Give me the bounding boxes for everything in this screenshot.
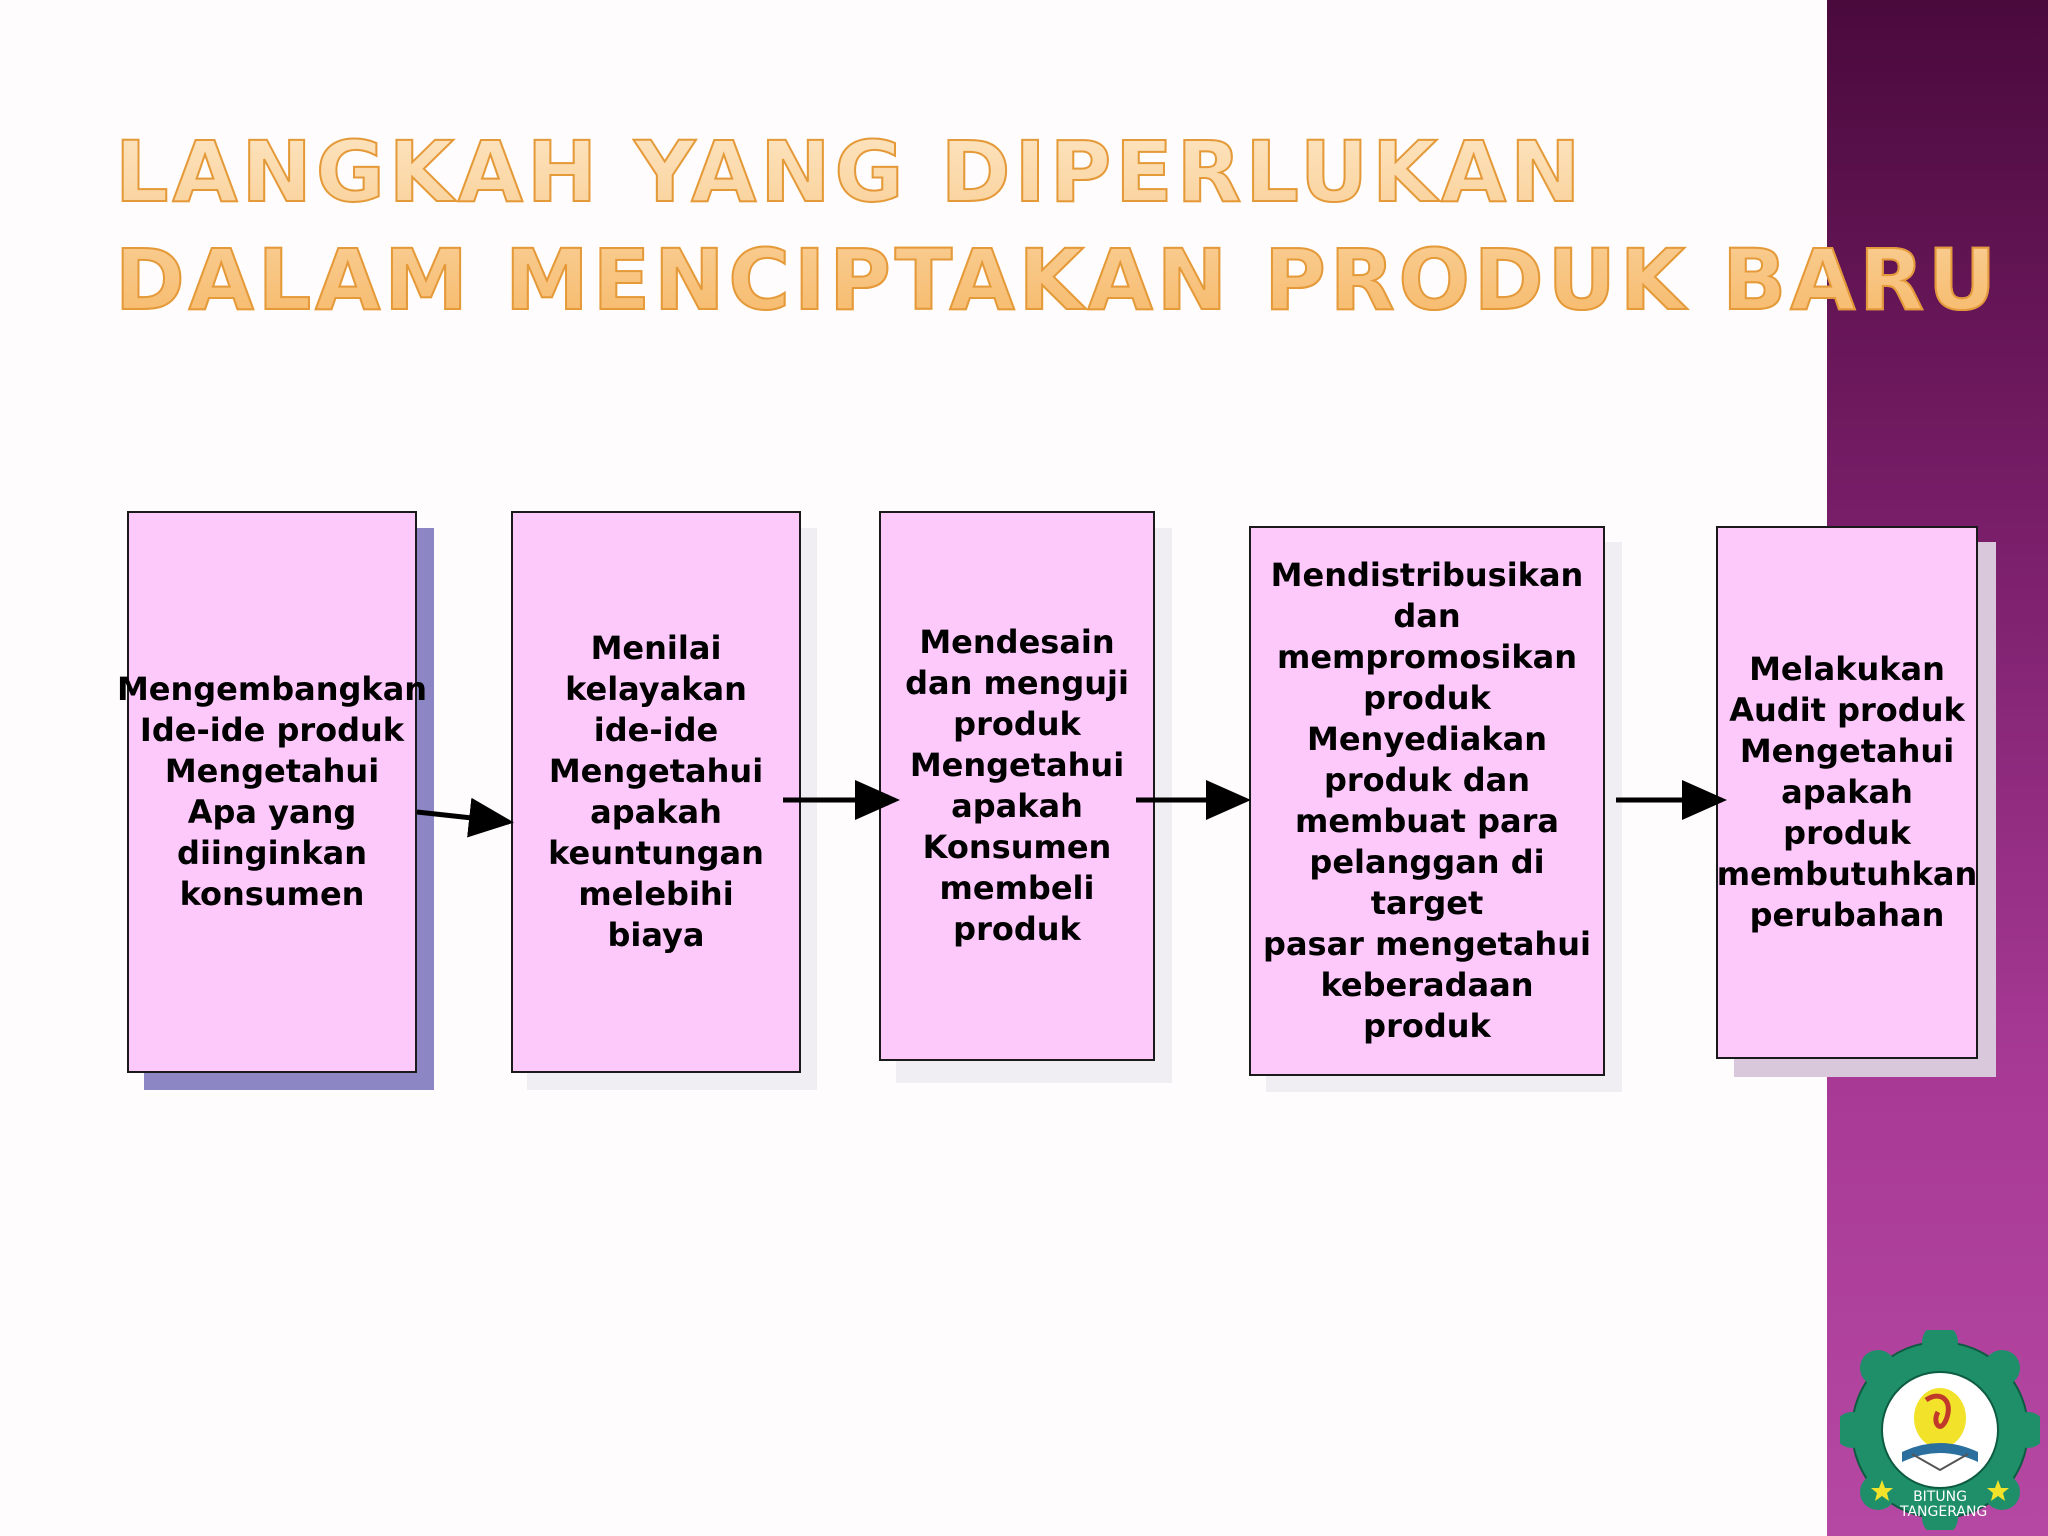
step-box-2: Menilai kelayakan ide-ide Mengetahui apa…: [511, 511, 801, 1073]
step-box-4: Mendistribusikan dan mempromosikan produ…: [1249, 526, 1605, 1076]
step-box-5: Melakukan Audit produk Mengetahui apakah…: [1716, 526, 1978, 1059]
title-line-1: Langkah yang diperlukan: [114, 122, 1585, 222]
slide-title: Langkah yang diperlukan dalam menciptaka…: [114, 118, 2001, 334]
title-line-2: dalam menciptakan produk baru: [114, 230, 2001, 330]
logo-emblem-icon: [1834, 1324, 2046, 1536]
step-box-1: Mengembangkan Ide-ide produk Mengetahui …: [117, 511, 427, 1073]
step-box-3: Mendesain dan menguji produk Mengetahui …: [879, 511, 1155, 1061]
school-logo: BITUNG TANGERANG: [1834, 1324, 2046, 1536]
arrow-1-to-2: [416, 797, 514, 838]
logo-caption: BITUNG TANGERANG: [1900, 1489, 1988, 1520]
